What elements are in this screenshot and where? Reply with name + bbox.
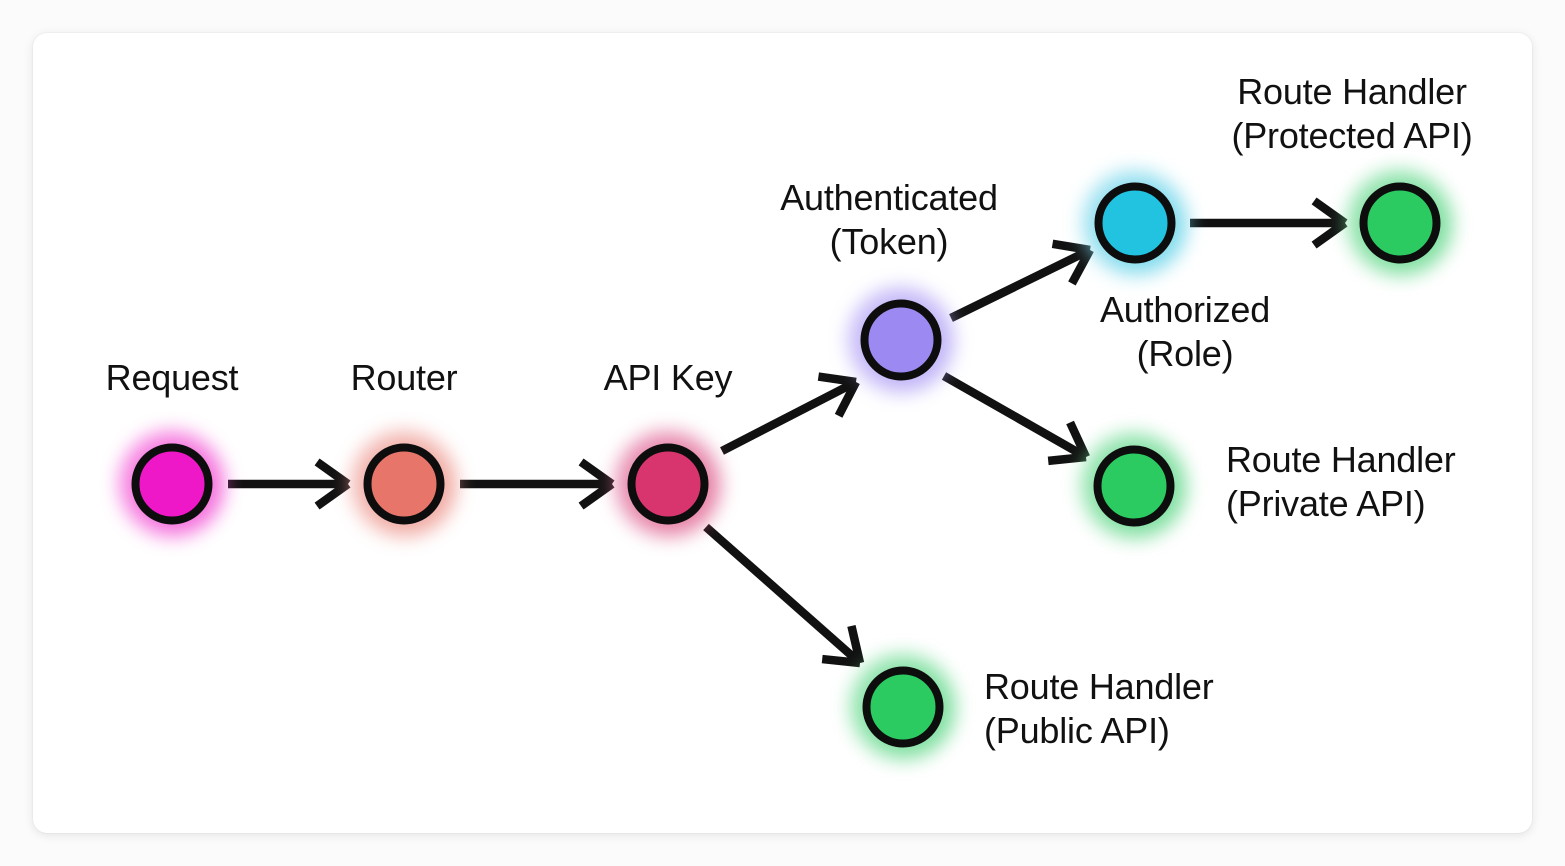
arrowhead-stroke-1 bbox=[314, 458, 351, 488]
arrowhead-stroke-0 bbox=[314, 480, 351, 510]
arrowhead-stroke-1 bbox=[847, 625, 865, 664]
label-line-1: Route Handler bbox=[984, 666, 1214, 707]
node-fill bbox=[630, 446, 706, 522]
label-line-1: Route Handler bbox=[1226, 439, 1456, 480]
arrowhead-stroke-0 bbox=[1068, 247, 1094, 286]
node-layer bbox=[118, 169, 1454, 761]
label-line-1: Router bbox=[350, 357, 458, 398]
edge-authorized-to-protected bbox=[1190, 197, 1348, 249]
edge-api-key-to-authenticated bbox=[720, 372, 860, 455]
node-fill bbox=[1096, 448, 1172, 524]
arrowhead-stroke-1 bbox=[1311, 197, 1348, 227]
label-line-2: (Protected API) bbox=[1231, 115, 1473, 156]
node-authenticated[interactable] bbox=[847, 286, 955, 394]
node-route-handler-public[interactable] bbox=[849, 653, 957, 761]
edge-layer bbox=[228, 197, 1348, 668]
label-line-2: (Public API) bbox=[984, 710, 1170, 751]
arrowhead-stroke-1 bbox=[817, 372, 857, 387]
edge-request-to-router bbox=[228, 458, 351, 510]
node-route-handler-private[interactable] bbox=[1080, 432, 1188, 540]
node-ring bbox=[862, 666, 944, 748]
node-fill bbox=[865, 669, 941, 745]
edge-api-key-to-public bbox=[703, 523, 865, 668]
node-ring bbox=[627, 443, 709, 525]
arrowhead-stroke-1 bbox=[1066, 420, 1090, 459]
edge-authenticated-to-authorized bbox=[949, 239, 1094, 322]
node-label-authorized: Authorized(Role) bbox=[1100, 288, 1270, 376]
node-label-route-handler-public: Route Handler(Public API) bbox=[984, 665, 1214, 753]
node-fill bbox=[366, 446, 442, 522]
arrowhead-stroke-1 bbox=[578, 458, 615, 488]
node-ring bbox=[131, 443, 213, 525]
node-request[interactable] bbox=[118, 430, 226, 538]
edge-shaft bbox=[720, 378, 858, 455]
node-route-handler-protected[interactable] bbox=[1346, 169, 1454, 277]
edge-authenticated-to-private bbox=[941, 372, 1090, 466]
arrowhead-stroke-0 bbox=[834, 380, 860, 418]
diagram-card bbox=[33, 33, 1532, 833]
edge-router-to-api-key bbox=[460, 458, 615, 510]
arrowhead-stroke-0 bbox=[578, 480, 615, 510]
arrowhead-stroke-0 bbox=[821, 654, 861, 668]
node-fill bbox=[1097, 185, 1173, 261]
node-label-route-handler-protected: Route Handler(Protected API) bbox=[1231, 70, 1472, 158]
arrowhead-stroke-0 bbox=[1311, 219, 1348, 249]
node-fill bbox=[863, 302, 939, 378]
node-ring bbox=[1093, 445, 1175, 527]
label-line-1: Authorized bbox=[1099, 289, 1271, 330]
node-label-router: Router bbox=[351, 356, 458, 400]
label-line-2: (Token) bbox=[829, 221, 949, 262]
node-ring bbox=[860, 299, 942, 381]
node-api-key[interactable] bbox=[614, 430, 722, 538]
node-label-request: Request bbox=[106, 356, 239, 400]
node-label-api-key: API Key bbox=[604, 356, 733, 400]
label-line-1: Authenticated bbox=[780, 177, 998, 218]
edge-shaft bbox=[941, 372, 1089, 461]
label-line-1: Request bbox=[105, 357, 239, 398]
edge-shaft bbox=[949, 246, 1092, 322]
arrowhead-stroke-0 bbox=[1047, 452, 1087, 466]
label-line-1: API Key bbox=[603, 357, 733, 398]
edge-shaft bbox=[703, 523, 863, 667]
node-fill bbox=[1362, 185, 1438, 261]
node-ring bbox=[363, 443, 445, 525]
node-label-route-handler-private: Route Handler(Private API) bbox=[1226, 438, 1456, 526]
node-authorized[interactable] bbox=[1081, 169, 1189, 277]
label-line-2: (Private API) bbox=[1226, 483, 1426, 524]
node-ring bbox=[1094, 182, 1176, 264]
node-fill bbox=[134, 446, 210, 522]
arrowhead-stroke-1 bbox=[1051, 239, 1091, 255]
node-router[interactable] bbox=[350, 430, 458, 538]
node-label-authenticated: Authenticated(Token) bbox=[780, 176, 998, 264]
label-line-1: Route Handler bbox=[1237, 71, 1467, 112]
label-line-2: (Role) bbox=[1136, 333, 1234, 374]
node-ring bbox=[1359, 182, 1441, 264]
